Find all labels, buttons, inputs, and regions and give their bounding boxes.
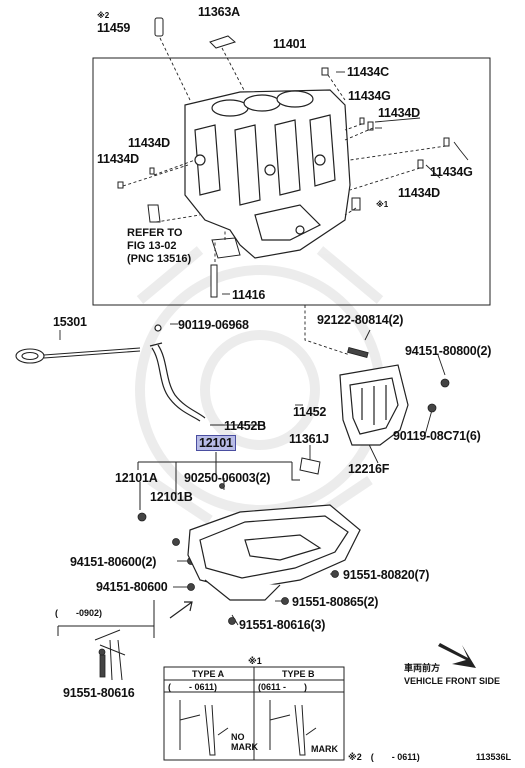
- part-90119-08C71[interactable]: 90119-08C71(6): [393, 429, 481, 443]
- type-a-date: ( - 0611): [168, 682, 218, 692]
- label-leaders: [59, 71, 469, 626]
- part-90250-06003[interactable]: 90250-06003(2): [184, 471, 271, 485]
- baffle-plate[interactable]: [339, 364, 409, 446]
- part-91551-80820[interactable]: 91551-80820(7): [343, 568, 430, 582]
- type-a-no: NO: [231, 732, 245, 742]
- oil-pan-bracket: [57, 452, 300, 638]
- part-12101-highlight[interactable]: 12101: [196, 435, 236, 451]
- refer-line-1: REFER TO: [127, 227, 183, 239]
- seal-11361J: [299, 457, 321, 475]
- part-12216F[interactable]: 12216F: [348, 462, 390, 476]
- part-11401[interactable]: 11401: [273, 37, 307, 51]
- front-arrow-sketch: [169, 601, 193, 619]
- part-94151-80600[interactable]: 94151-80600: [96, 580, 168, 594]
- block-group-frame: [92, 57, 491, 306]
- oil-pan[interactable]: [187, 504, 361, 601]
- refer-line-2: FIG 13-02: [127, 240, 177, 252]
- oil-dipstick[interactable]: [15, 347, 141, 364]
- cylinder-block[interactable]: [184, 89, 351, 259]
- vehicle-front-arrow: [438, 643, 476, 668]
- part-91551-80865[interactable]: 91551-80865(2): [292, 595, 379, 609]
- part-11434C[interactable]: 11434C: [347, 65, 389, 79]
- part-11363A[interactable]: 11363A: [198, 5, 240, 19]
- type-comparison-box: [163, 666, 345, 761]
- note-1-bottom: ※1: [248, 656, 262, 666]
- part-92122-80814[interactable]: 92122-80814(2): [317, 313, 404, 327]
- date-range-0902: ( -0902): [55, 608, 103, 618]
- part-12101A[interactable]: 12101A: [115, 471, 158, 485]
- part-12101[interactable]: 12101: [196, 435, 236, 451]
- part-11361J[interactable]: 11361J: [289, 432, 329, 446]
- note-1-mark: ※1: [376, 200, 389, 209]
- type-b-date: (0611 - ): [258, 682, 308, 692]
- part-91551-80616[interactable]: 91551-80616: [63, 686, 135, 700]
- type-b-title: TYPE B: [282, 669, 315, 679]
- part-11459[interactable]: 11459: [97, 21, 131, 35]
- part-94151-80800[interactable]: 94151-80800(2): [405, 344, 492, 358]
- part-15301[interactable]: 15301: [53, 315, 87, 329]
- block-small-parts: [117, 17, 450, 298]
- part-94151-80600-2[interactable]: 94151-80600(2): [70, 555, 157, 569]
- type-a-mark: MARK: [231, 742, 258, 752]
- part-11416[interactable]: 11416: [232, 288, 266, 302]
- part-11434G-right[interactable]: 11434G: [430, 165, 473, 179]
- part-11434G-top[interactable]: 11434G: [348, 89, 391, 103]
- bolts: [98, 346, 450, 678]
- part-11434D-right[interactable]: 11434D: [398, 186, 440, 200]
- vehicle-front-en: VEHICLE FRONT SIDE: [404, 676, 501, 686]
- part-11434D-left-b[interactable]: 11434D: [97, 152, 139, 166]
- part-11452[interactable]: 11452: [293, 405, 327, 419]
- note-2-bottom: ※2 ( - 0611): [348, 752, 420, 762]
- type-a-title: TYPE A: [192, 669, 225, 679]
- part-11434D-left-a[interactable]: 11434D: [128, 136, 170, 150]
- part-12101B[interactable]: 12101B: [150, 490, 193, 504]
- part-11434D-top[interactable]: 11434D: [378, 106, 420, 120]
- block-dashed-leaders: [122, 37, 447, 356]
- dipstick-alt-sketch: [94, 629, 126, 681]
- dipstick-guide[interactable]: [149, 324, 206, 422]
- note-2-mark: ※2: [97, 11, 110, 20]
- vehicle-front-jp: 車両前方: [404, 663, 441, 673]
- part-90119-06968[interactable]: 90119-06968: [178, 318, 249, 332]
- type-b-mark: MARK: [311, 744, 338, 754]
- part-91551-80616-3[interactable]: 91551-80616(3): [239, 618, 326, 632]
- page-id: 113536L: [476, 752, 512, 762]
- part-11452B[interactable]: 11452B: [224, 419, 266, 433]
- refer-line-3[interactable]: (PNC 13516): [127, 253, 192, 265]
